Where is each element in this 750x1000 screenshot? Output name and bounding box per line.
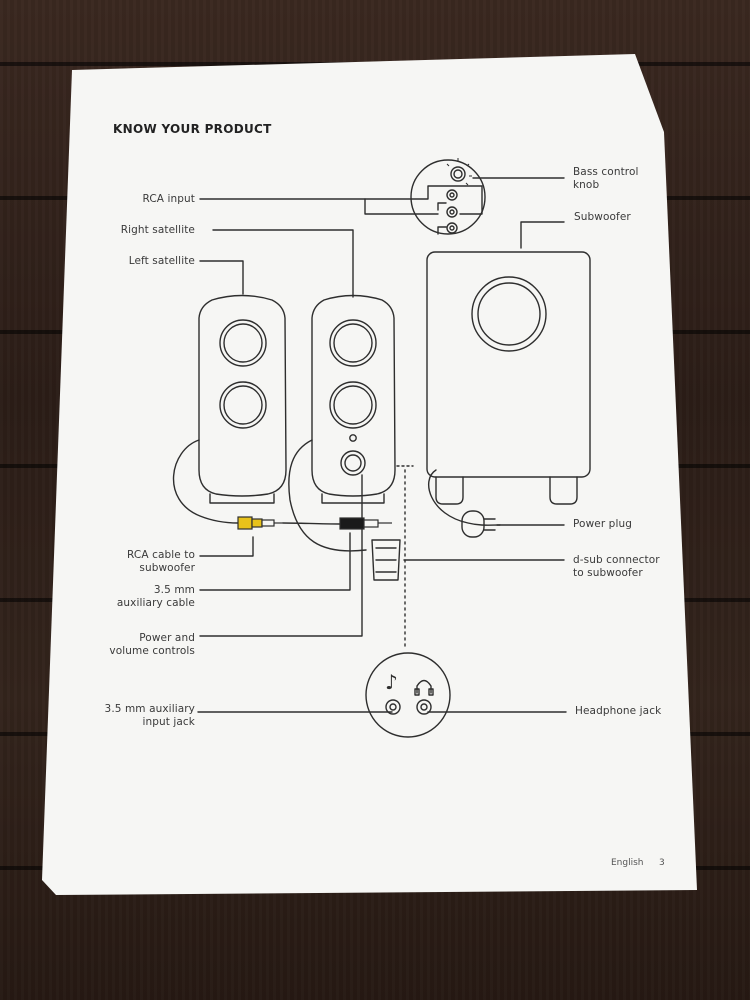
label-line: auxiliary cable bbox=[116, 597, 195, 609]
leader-rca-cable bbox=[199, 536, 254, 557]
footer-language: English bbox=[611, 858, 644, 868]
power-plug bbox=[461, 510, 496, 538]
leader-right-satellite bbox=[212, 229, 354, 298]
page-title: KNOW YOUR PRODUCT bbox=[113, 122, 272, 136]
aux-plug bbox=[339, 517, 392, 530]
label-text: Power plug bbox=[573, 518, 632, 530]
label-line: volume controls bbox=[109, 645, 195, 657]
footer-page-number: 3 bbox=[659, 858, 665, 868]
rca-to-aux-cable bbox=[282, 522, 341, 525]
label-text: Subwoofer bbox=[574, 211, 631, 223]
label-subwoofer: Subwoofer bbox=[574, 211, 631, 224]
rca-plug bbox=[237, 516, 283, 530]
label-line: knob bbox=[573, 179, 600, 191]
label-aux-jack: 3.5 mm auxiliary input jack bbox=[105, 703, 195, 729]
d-sub-connector bbox=[371, 539, 401, 581]
label-headphone-jack: Headphone jack bbox=[575, 705, 661, 718]
leader-rca-input bbox=[199, 198, 439, 215]
leader-subwoofer bbox=[520, 221, 565, 249]
label-line: 3.5 mm bbox=[153, 584, 195, 596]
leader-left-satellite bbox=[199, 260, 244, 295]
bass-knob-ticks bbox=[446, 158, 472, 186]
right-satellite-speaker bbox=[311, 294, 396, 504]
label-line: subwoofer bbox=[139, 562, 195, 574]
label-aux-cable: 3.5 mm auxiliary cable bbox=[117, 584, 195, 610]
leader-aux-cable bbox=[199, 532, 351, 591]
label-text: Right satellite bbox=[120, 224, 195, 236]
label-rca-input: RCA input bbox=[142, 193, 195, 206]
label-bass-knob: Bass control knob bbox=[573, 166, 639, 192]
right-satellite-cable bbox=[288, 439, 367, 552]
label-text: RCA input bbox=[142, 193, 195, 205]
bass-control-panel bbox=[410, 159, 486, 235]
subwoofer-box bbox=[426, 251, 591, 505]
label-rca-cable: RCA cable to subwoofer bbox=[127, 549, 195, 575]
label-power-volume: Power and volume controls bbox=[109, 632, 195, 658]
label-line: Bass control bbox=[573, 166, 639, 178]
label-line: RCA cable to bbox=[127, 549, 195, 561]
label-line: input jack bbox=[142, 716, 195, 728]
label-line: to subwoofer bbox=[573, 567, 643, 579]
label-line: d-sub connector bbox=[573, 554, 660, 566]
jack-panel bbox=[365, 652, 451, 738]
music-note-icon: ♪ bbox=[385, 670, 398, 694]
label-text: Left satellite bbox=[128, 255, 195, 267]
left-satellite-speaker bbox=[198, 294, 287, 504]
label-line: 3.5 mm auxiliary bbox=[104, 703, 195, 715]
label-text: Headphone jack bbox=[575, 705, 662, 717]
paper-sheet bbox=[42, 54, 697, 895]
label-dsub: d-sub connector to subwoofer bbox=[573, 554, 660, 580]
label-left-satellite: Left satellite bbox=[129, 255, 195, 268]
label-power-plug: Power plug bbox=[573, 518, 632, 531]
label-right-satellite: Right satellite bbox=[121, 224, 195, 237]
label-line: Power and bbox=[139, 632, 195, 644]
power-cord bbox=[427, 469, 501, 526]
left-satellite-cable bbox=[172, 439, 239, 524]
headphone-icon bbox=[416, 679, 432, 694]
